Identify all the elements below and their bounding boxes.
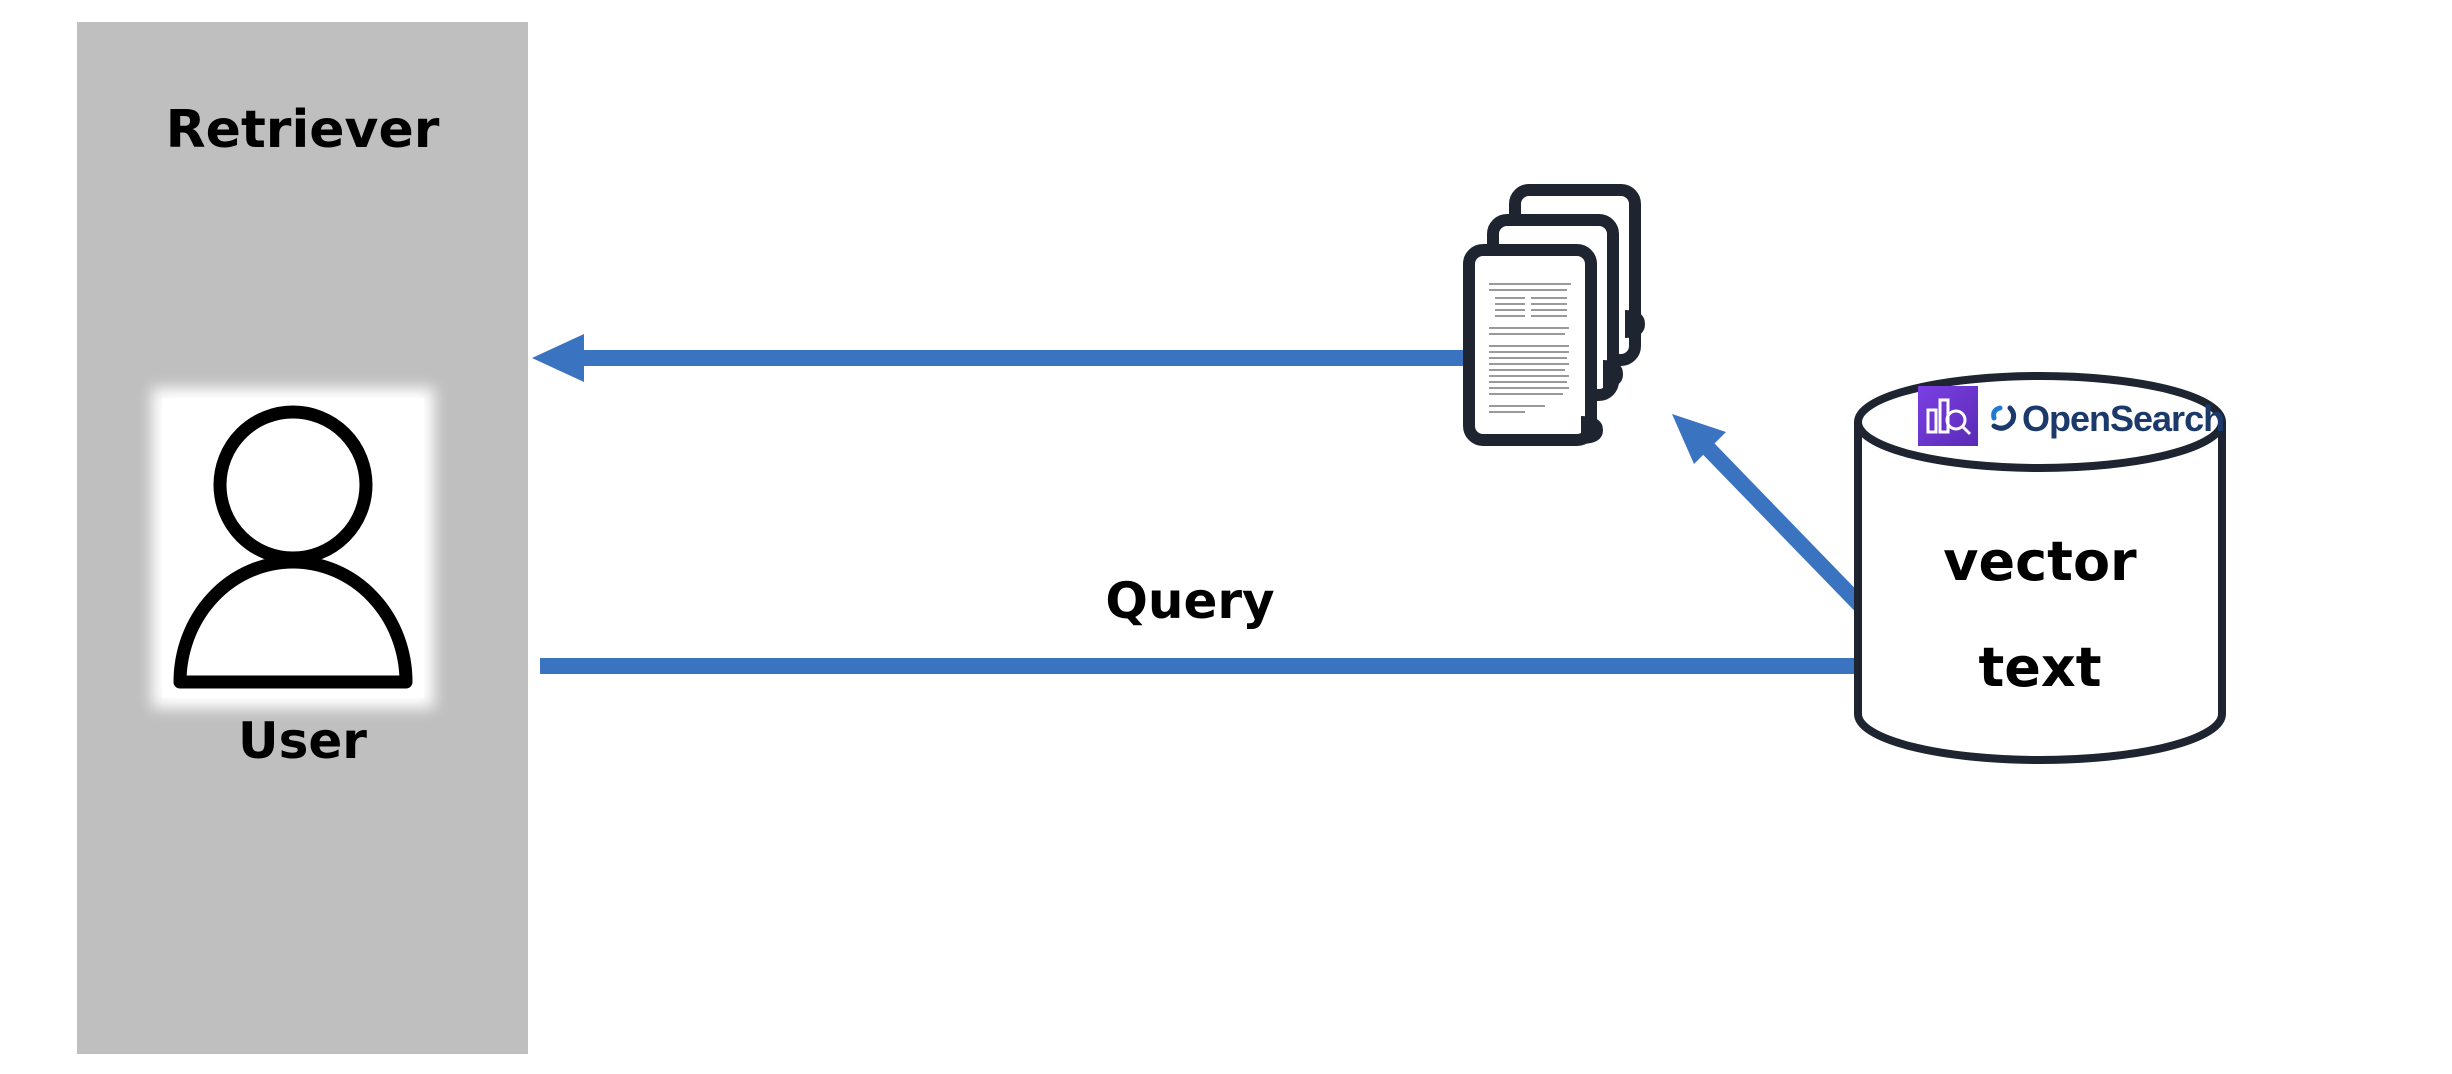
opensearch-service-icon [1918,386,1978,446]
retriever-title: Retriever [165,100,440,160]
user-icon [162,398,424,698]
database-field-vector: vector [1943,530,2137,593]
user-label: User [238,712,367,770]
opensearch-mark-icon [1990,404,2018,432]
query-label: Query [1105,572,1275,630]
query-arrow [540,642,1962,690]
opensearch-logo-text: OpenSearch [2022,398,2225,439]
results-arrow [532,334,1472,382]
documents-stack-icon [1455,180,1695,480]
document-page-front [1463,244,1603,446]
database-field-text: text [1978,636,2102,699]
database-cylinder-icon [1850,368,2230,772]
